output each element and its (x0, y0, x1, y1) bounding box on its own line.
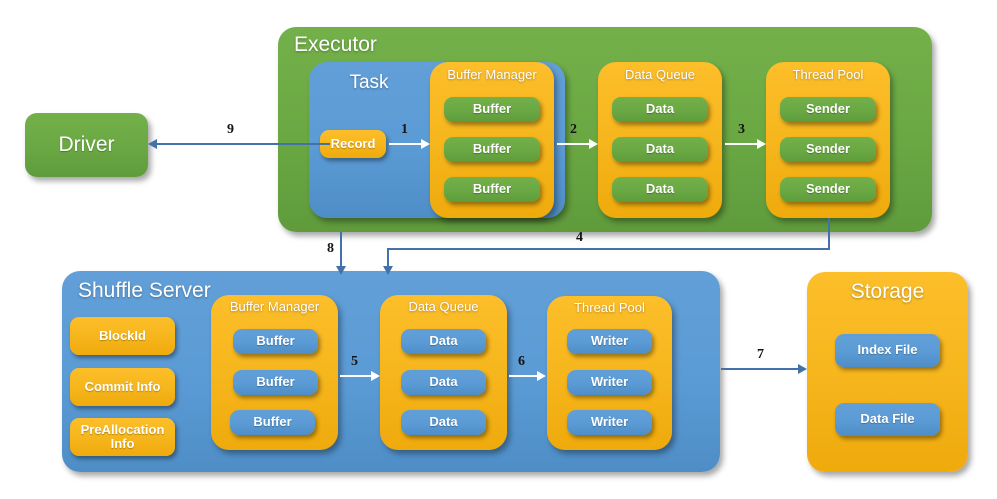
edge-2-line (557, 143, 591, 145)
sender-label: Sender (805, 141, 851, 157)
edge-5-arrowhead (371, 371, 380, 381)
edge-7-arrowhead (798, 364, 807, 374)
shuffle-thread-pool[interactable]: Thread Pool Writer Writer Writer (547, 296, 672, 450)
data-label: Data (429, 374, 458, 390)
sender-chip[interactable]: Sender (780, 177, 876, 202)
data-label: Data (429, 414, 458, 430)
buffer-chip[interactable]: Buffer (230, 410, 315, 435)
edge-4-vline-right (828, 218, 830, 249)
edge-7-line (721, 368, 801, 370)
writer-label: Writer (590, 414, 629, 430)
edge-6-line (509, 375, 540, 377)
buffer-chip[interactable]: Buffer (444, 137, 540, 162)
edge-1-label: 1 (401, 122, 408, 137)
edge-6-label: 6 (518, 354, 525, 369)
data-label: Data (429, 333, 458, 349)
preallocation-info-label: PreAllocation Info (80, 421, 165, 451)
task-label: Task (349, 72, 389, 93)
executor-thread-pool[interactable]: Thread Pool Sender Sender Sender (766, 62, 890, 218)
data-chip[interactable]: Data (612, 177, 708, 202)
data-chip[interactable]: Data (401, 410, 486, 435)
edge-9-label: 9 (227, 122, 234, 137)
edge-5-line (340, 375, 373, 377)
edge-1-arrowhead (421, 139, 430, 149)
storage-container[interactable]: Storage Index File Data File (807, 272, 968, 472)
data-label: Data (645, 101, 675, 117)
edge-8-arrowhead (336, 266, 346, 275)
buffer-label: Buffer (253, 414, 292, 430)
driver-node[interactable]: Driver (25, 113, 148, 177)
sender-label: Sender (805, 181, 851, 197)
edge-4-arrowhead (383, 266, 393, 275)
edge-3-arrowhead (757, 139, 766, 149)
blockid-label: BlockId (99, 327, 146, 343)
executor-buffer-manager[interactable]: Buffer Manager Buffer Buffer Buffer (430, 62, 554, 218)
edge-4-vline-left (387, 248, 389, 270)
writer-chip[interactable]: Writer (567, 410, 652, 435)
data-label: Data (645, 141, 675, 157)
preallocation-info-chip[interactable]: PreAllocation Info (70, 418, 175, 456)
shuffle-thread-pool-label: Thread Pool (574, 300, 645, 315)
index-file-label: Index File (857, 342, 918, 358)
writer-chip[interactable]: Writer (567, 329, 652, 354)
edge-3-line (725, 143, 759, 145)
storage-label: Storage (850, 280, 925, 303)
shuffle-server-label: Shuffle Server (78, 279, 211, 302)
data-chip[interactable]: Data (401, 370, 486, 395)
data-chip[interactable]: Data (401, 329, 486, 354)
buffer-label: Buffer (256, 374, 295, 390)
buffer-chip[interactable]: Buffer (444, 97, 540, 122)
blockid-chip[interactable]: BlockId (70, 317, 175, 355)
writer-chip[interactable]: Writer (567, 370, 652, 395)
data-chip[interactable]: Data (612, 97, 708, 122)
buffer-label: Buffer (472, 141, 512, 157)
shuffle-buffer-manager-label: Buffer Manager (229, 299, 320, 314)
driver-label: Driver (58, 133, 115, 157)
commit-info-chip[interactable]: Commit Info (70, 368, 175, 406)
buffer-label: Buffer (472, 181, 512, 197)
shuffle-data-queue-label: Data Queue (408, 299, 479, 314)
writer-label: Writer (590, 374, 629, 390)
writer-label: Writer (590, 333, 629, 349)
data-file-label: Data File (860, 411, 915, 427)
edge-6-arrowhead (537, 371, 546, 381)
executor-buffer-manager-label: Buffer Manager (447, 67, 537, 82)
commit-info-label: Commit Info (84, 378, 161, 394)
executor-label: Executor (294, 33, 377, 56)
sender-chip[interactable]: Sender (780, 137, 876, 162)
shuffle-data-queue[interactable]: Data Queue Data Data Data (380, 295, 507, 450)
buffer-label: Buffer (472, 101, 512, 117)
record-chip[interactable]: Record (320, 130, 386, 158)
edge-9-arrowhead (148, 139, 157, 149)
data-file-chip[interactable]: Data File (835, 403, 940, 436)
edge-1-line (389, 143, 423, 145)
edge-2-label: 2 (570, 122, 577, 137)
data-chip[interactable]: Data (612, 137, 708, 162)
record-label: Record (330, 135, 376, 151)
executor-data-queue-label: Data Queue (624, 67, 696, 82)
index-file-chip[interactable]: Index File (835, 334, 940, 367)
buffer-chip[interactable]: Buffer (233, 370, 318, 395)
edge-4-label: 4 (576, 230, 583, 245)
buffer-chip[interactable]: Buffer (444, 177, 540, 202)
edge-3-label: 3 (738, 122, 745, 137)
edge-5-label: 5 (351, 354, 358, 369)
shuffle-buffer-manager[interactable]: Buffer Manager Buffer Buffer Buffer (211, 295, 338, 450)
sender-chip[interactable]: Sender (780, 97, 876, 122)
edge-2-arrowhead (589, 139, 598, 149)
executor-data-queue[interactable]: Data Queue Data Data Data (598, 62, 722, 218)
edge-9-line (156, 143, 330, 145)
edge-8-vline (340, 232, 342, 270)
data-label: Data (645, 181, 675, 197)
edge-8-label: 8 (327, 241, 334, 256)
executor-thread-pool-label: Thread Pool (792, 67, 864, 82)
buffer-chip[interactable]: Buffer (233, 329, 318, 354)
edge-7-label: 7 (757, 347, 764, 362)
sender-label: Sender (805, 101, 851, 117)
buffer-label: Buffer (256, 333, 295, 349)
edge-4-hline (387, 248, 830, 250)
